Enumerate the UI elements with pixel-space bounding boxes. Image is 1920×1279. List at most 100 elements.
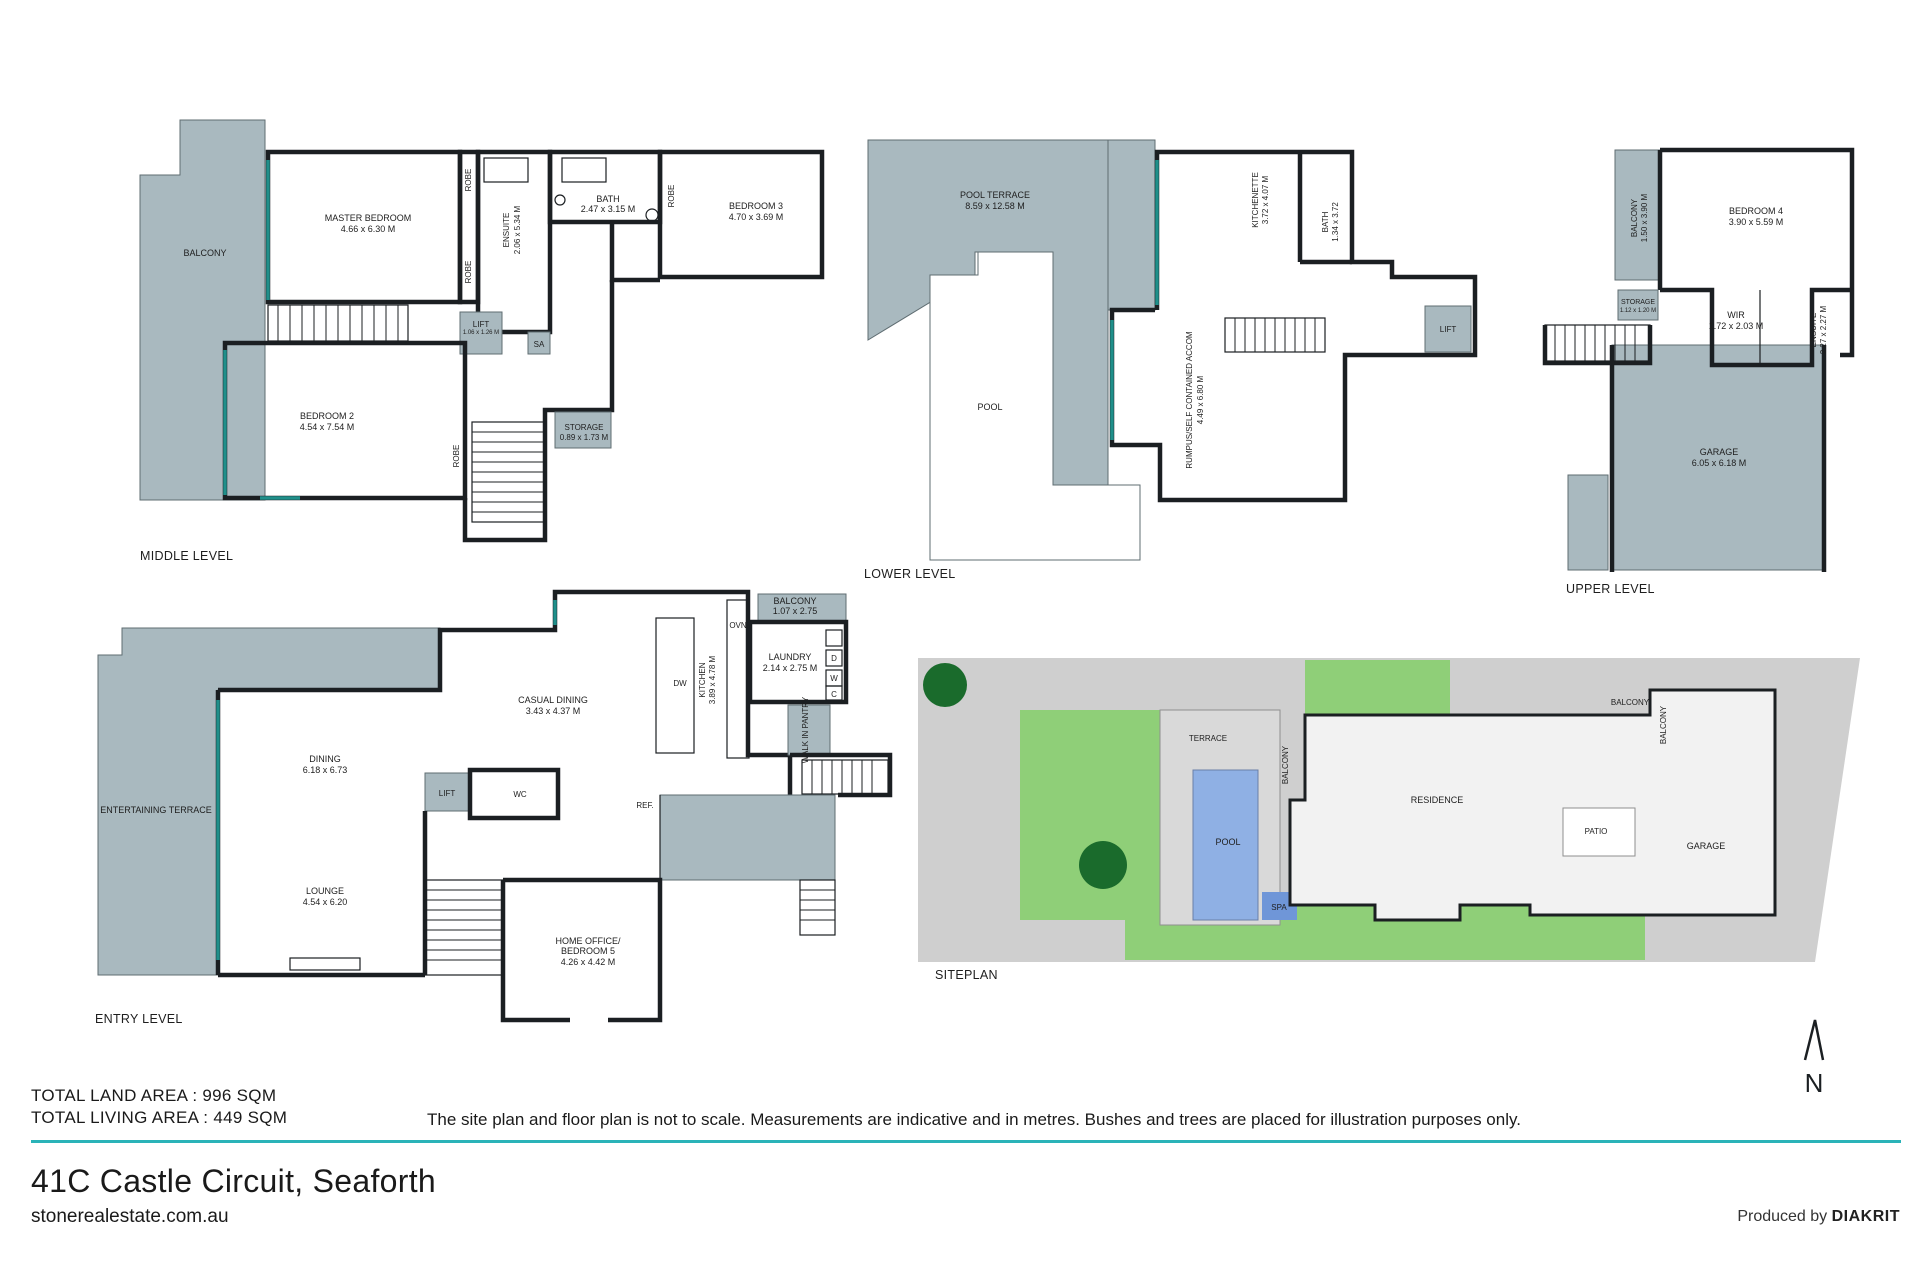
rumpus-size: 4.49 x 6.80 M (1196, 375, 1205, 424)
entry-level-label: ENTRY LEVEL (95, 1012, 183, 1026)
tree-icon (923, 663, 967, 707)
lounge-size: 4.54 x 6.20 (303, 897, 348, 907)
fridge-label: REF. (636, 801, 653, 810)
agency-website[interactable]: stonerealestate.com.au (31, 1206, 229, 1227)
ensuite-size: 2.06 x 5.34 M (513, 205, 522, 254)
home-office-label: HOME OFFICE/ (556, 936, 621, 946)
upper-storage (1617, 289, 1659, 321)
bedroom-3-label: BEDROOM 3 (729, 201, 783, 211)
casual-dining-label: CASUAL DINING (518, 695, 588, 705)
pool-terrace-size: 8.59 x 12.58 M (965, 201, 1025, 211)
upper-ensuite-size: 2.27 x 2.27 M (1819, 305, 1828, 354)
entry-stairs-2 (799, 879, 836, 936)
sa-label: SA (534, 340, 545, 349)
pool-terrace-label: POOL TERRACE (960, 190, 1030, 200)
dishwasher-label: DW (673, 679, 687, 688)
balcony-label: BALCONY (183, 248, 226, 258)
bedroom-3 (657, 149, 825, 280)
site-balcony-label-2: BALCONY (1611, 698, 1650, 707)
lift-size: 1.06 x 1.26 M (463, 330, 499, 336)
lift-label: LIFT (473, 320, 490, 329)
bath-label: BATH (596, 194, 619, 204)
lower-level-label: LOWER LEVEL (864, 567, 956, 581)
garage-size: 6.05 x 6.18 M (1692, 458, 1747, 468)
pool-label: POOL (977, 402, 1002, 412)
wc-label: WC (513, 790, 527, 799)
entry-balcony-label: BALCONY (773, 596, 816, 606)
pool-area (929, 251, 1141, 561)
bath-size: 2.47 x 3.15 M (581, 204, 636, 214)
wir-label: WIR (1727, 310, 1745, 320)
kitchenette-label: KITCHENETTE (1251, 172, 1260, 228)
ensuite-label: ENSUITE (502, 213, 511, 248)
entry-porch (659, 794, 836, 881)
upper-balcony-size: 1.50 x 3.90 M (1640, 193, 1649, 242)
site-balcony-label: BALCONY (1281, 745, 1290, 784)
bedroom-2-label: BEDROOM 2 (300, 411, 354, 421)
rumpus-walls (1109, 149, 1478, 503)
dryer-label: D (831, 654, 837, 663)
bedroom-3-size: 4.70 x 3.69 M (729, 212, 784, 222)
entry-level-plan (97, 589, 893, 1023)
garage-area (1611, 344, 1825, 571)
home-office-size: 4.26 x 4.42 M (561, 957, 616, 967)
lower-bath-label: BATH (1321, 211, 1330, 232)
kitchen-size: 3.89 x 4.78 M (708, 655, 717, 704)
casual-dining-size: 3.43 x 4.37 M (526, 706, 581, 716)
producer-brand: DIAKRIT (1831, 1208, 1900, 1225)
entry-outer-walls (218, 589, 793, 798)
site-balcony-label-3: BALCONY (1659, 705, 1668, 744)
robe-label: ROBE (464, 261, 473, 284)
north-arrow-icon: N (1803, 1019, 1825, 1098)
bedroom-4-size: 3.90 x 5.59 M (1729, 217, 1784, 227)
north-label: N (1805, 1068, 1824, 1098)
lower-lift-label: LIFT (1440, 325, 1457, 334)
lower-bath-size: 1.34 x 3.72 (1331, 202, 1340, 242)
laundry-label: LAUNDRY (769, 652, 812, 662)
site-terrace-label: TERRACE (1189, 734, 1227, 743)
total-land-area: TOTAL LAND AREA : 996 SQM (31, 1086, 277, 1105)
upper-level-plan (1542, 147, 1855, 572)
home-office-walls (503, 877, 663, 1023)
cupboard-label: C (831, 690, 837, 699)
balcony-area (139, 119, 266, 501)
walk-in-pantry (787, 704, 831, 756)
upper-level-label: UPPER LEVEL (1566, 582, 1655, 596)
washer-label: W (830, 674, 838, 683)
storage-label: STORAGE (565, 423, 604, 432)
upper-balcony (1614, 149, 1661, 281)
lawn-area (1020, 710, 1170, 920)
middle-level-label: MIDDLE LEVEL (140, 549, 233, 563)
property-address: 41C Castle Circuit, Seaforth (31, 1163, 437, 1199)
middle-stairs-2 (471, 421, 545, 523)
produced-by-text: Produced by (1737, 1208, 1828, 1225)
pantry-label: WALK IN PANTRY (801, 696, 810, 763)
storage-size: 0.89 x 1.73 M (560, 433, 609, 442)
bedroom-2-size: 4.54 x 7.54 M (300, 422, 355, 432)
entry-stairs-1 (801, 759, 889, 795)
upper-ensuite-label: ENSUITE (1809, 313, 1818, 348)
robe-label: ROBE (464, 169, 473, 192)
laundry-size: 2.14 x 2.75 M (763, 663, 818, 673)
kitchenette-size: 3.72 x 4.07 M (1261, 175, 1270, 224)
residence-footprint (1288, 688, 1777, 922)
laundry-room (747, 619, 849, 705)
dining-size: 6.18 x 6.73 (303, 765, 348, 775)
disclaimer-text: The site plan and floor plan is not to s… (427, 1110, 1521, 1129)
site-patio-label: PATIO (1585, 827, 1608, 836)
entertaining-terrace (97, 627, 441, 976)
dining-label: DINING (309, 754, 341, 764)
upper-balcony-label: BALCONY (1630, 198, 1639, 237)
garage-label: GARAGE (1700, 447, 1739, 457)
lower-lift (1424, 305, 1472, 353)
master-bedroom-size: 4.66 x 6.30 M (341, 224, 396, 234)
rumpus-label: RUMPUS/SELF CONTAINED ACCOM (1185, 331, 1194, 469)
entry-balcony-size: 1.07 x 2.75 (773, 606, 818, 616)
footer-divider (31, 1140, 1901, 1143)
site-pool-label: POOL (1215, 837, 1240, 847)
total-living-area: TOTAL LIVING AREA : 449 SQM (31, 1108, 288, 1127)
siteplan-label: SITEPLAN (935, 968, 998, 982)
kitchen-island (655, 617, 695, 754)
middle-level-plan (139, 119, 825, 543)
bedroom-4-label: BEDROOM 4 (1729, 206, 1783, 216)
